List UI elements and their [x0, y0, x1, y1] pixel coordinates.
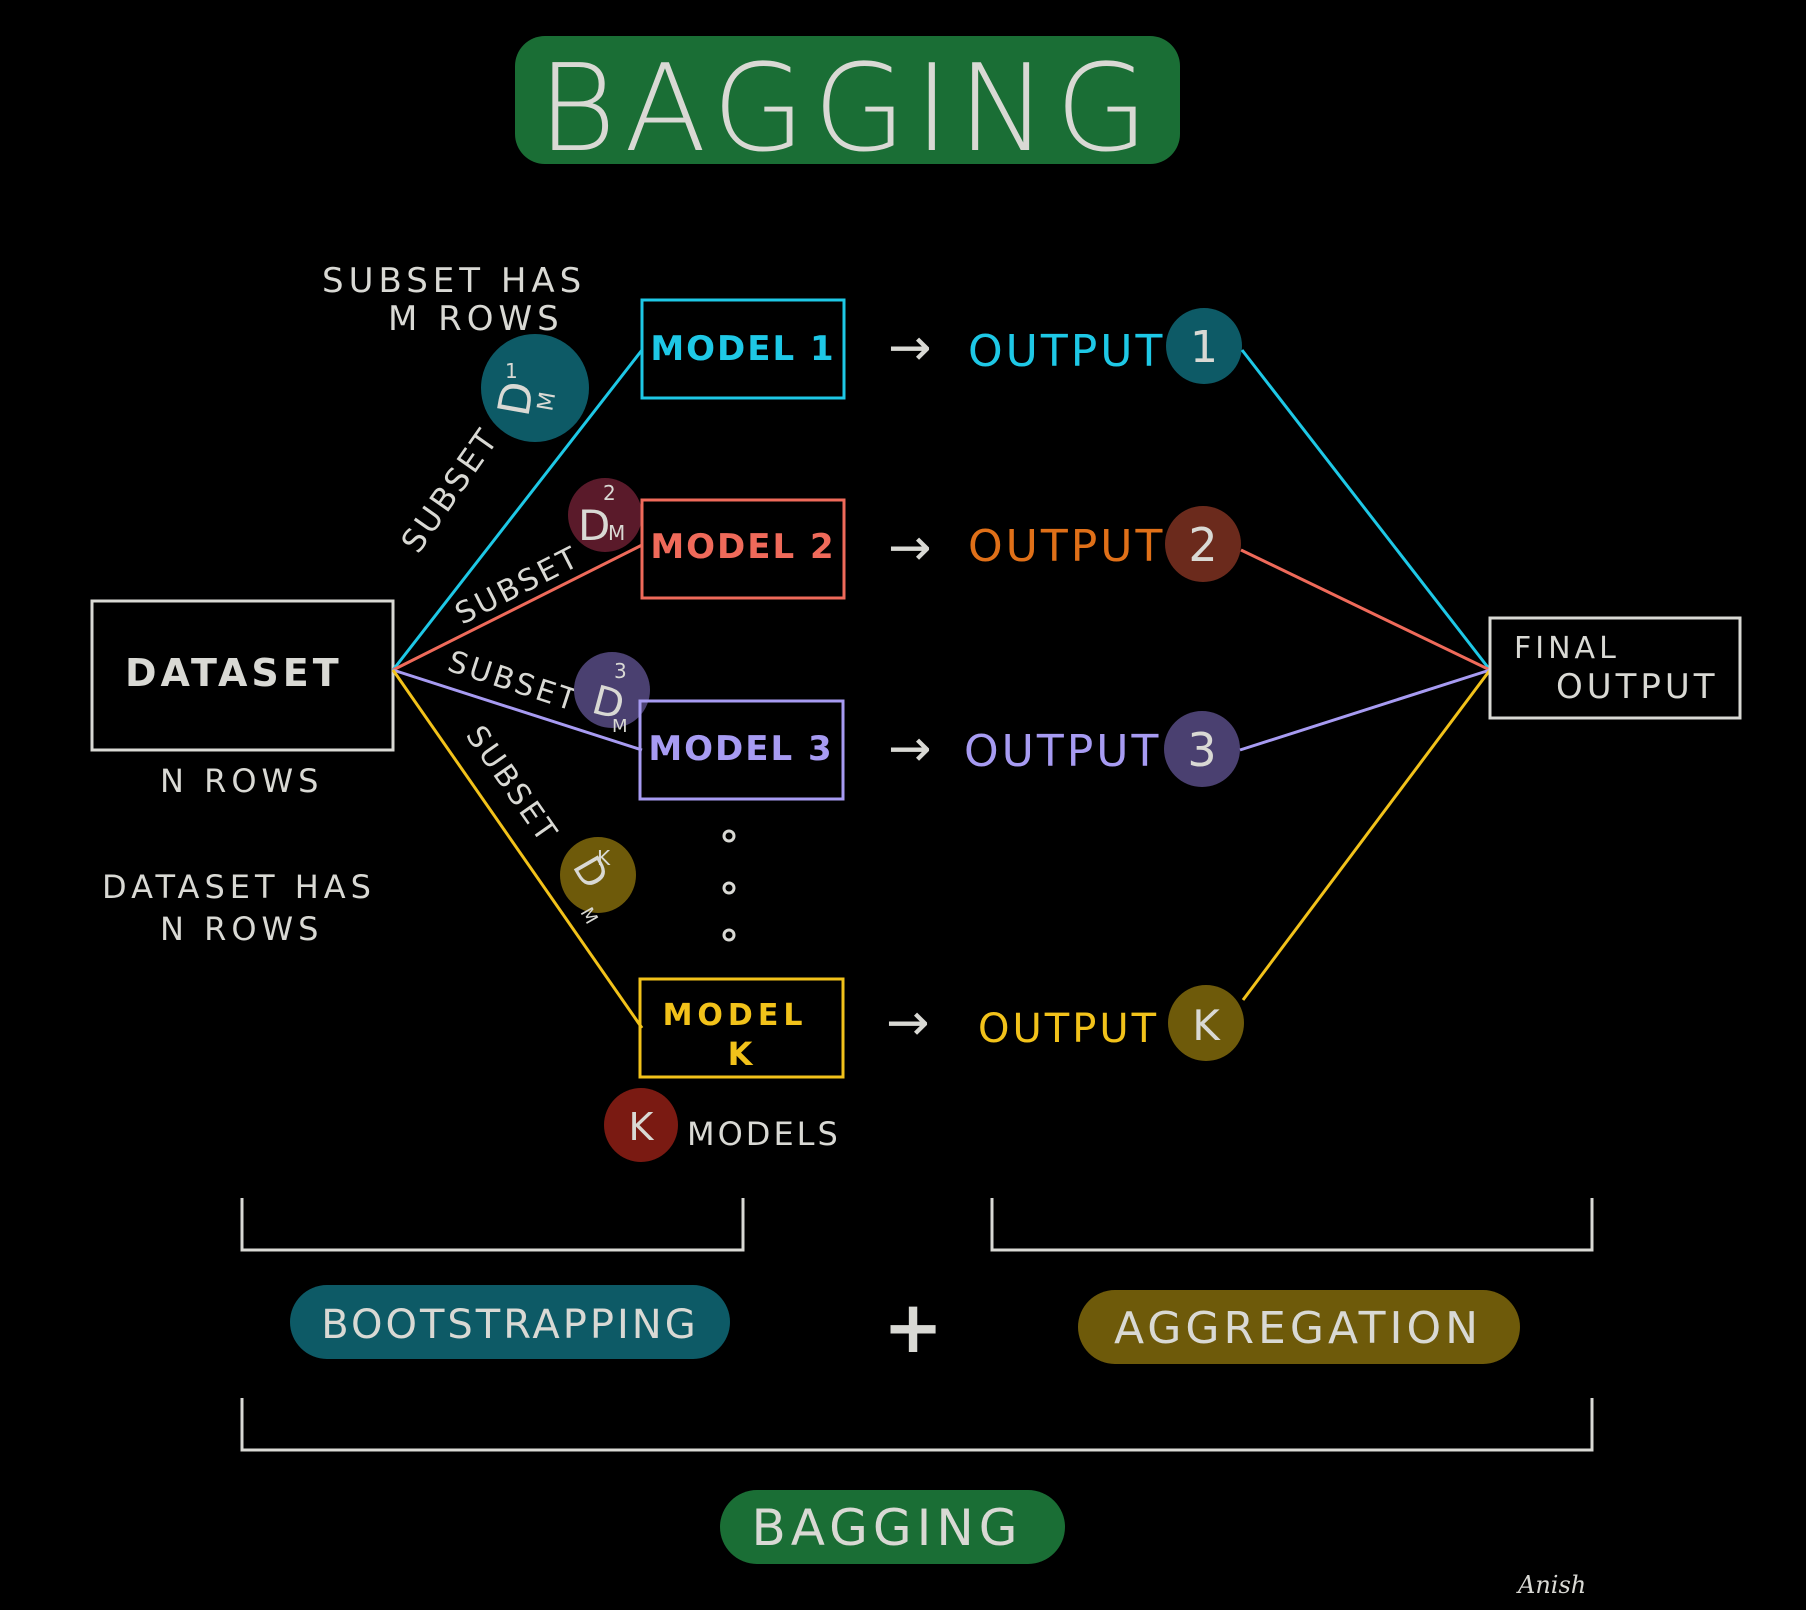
bottom-title: BAGGING	[751, 1499, 1022, 1557]
k-models-badge: K	[604, 1088, 678, 1162]
svg-text:K: K	[597, 846, 611, 870]
svg-text:K: K	[629, 1105, 655, 1149]
ellipsis-dot	[722, 881, 736, 895]
output-2-label: OUTPUT	[968, 521, 1165, 572]
arrow-icon: →	[886, 993, 930, 1053]
model-2-box	[640, 498, 846, 600]
svg-text:2: 2	[1188, 518, 1217, 572]
bootstrapping-label: BOOTSTRAPPING	[321, 1302, 698, 1348]
dataset-box	[90, 599, 395, 752]
line-output3-final	[1239, 668, 1491, 752]
model-3-label: MODEL 3	[648, 729, 833, 769]
page-title: BAGGING	[538, 40, 1157, 179]
dataset-rows-label: N ROWS	[160, 762, 323, 800]
svg-text:1: 1	[1190, 322, 1218, 373]
subset-badge-1: D 1 M	[481, 334, 589, 442]
line-dataset-model2	[392, 543, 643, 672]
aggregation-bracket	[990, 1198, 1594, 1252]
subset-badge-2: D 2 M	[568, 478, 642, 552]
line-dataset-modelk	[391, 669, 644, 1029]
arrow-icon: →	[888, 518, 932, 578]
subset-note-line2: M ROWS	[388, 299, 564, 339]
svg-text:D: D	[578, 501, 610, 550]
ellipsis-dot	[722, 928, 736, 942]
svg-text:K: K	[1192, 1001, 1221, 1050]
svg-text:2: 2	[603, 481, 616, 505]
title-background	[515, 36, 1180, 164]
k-models-label: MODELS	[687, 1115, 841, 1153]
subset-label-2: SUBSET	[450, 539, 587, 632]
bagging-bracket	[240, 1398, 1594, 1452]
model-1-box	[640, 298, 846, 400]
model-k-label-line2: K	[728, 1035, 754, 1073]
dataset-label: DATASET	[125, 651, 343, 695]
line-dataset-model1	[391, 349, 644, 671]
plus-sign: +	[883, 1285, 943, 1369]
svg-text:3: 3	[1187, 723, 1216, 777]
bootstrapping-pill	[290, 1285, 730, 1359]
final-output-line2: OUTPUT	[1556, 667, 1719, 707]
line-dataset-model3	[392, 668, 643, 752]
svg-text:M: M	[608, 521, 625, 545]
output-2-badge: 2	[1165, 506, 1241, 582]
line-outputk-final	[1241, 669, 1492, 1001]
arrow-icon: →	[888, 719, 932, 779]
output-1-badge: 1	[1166, 308, 1242, 384]
signature: Anish	[1516, 1571, 1586, 1599]
final-output-box	[1488, 616, 1742, 720]
subset-badge-3: D 3 M	[574, 652, 650, 737]
aggregation-label: AGGREGATION	[1114, 1303, 1482, 1354]
svg-text:M: M	[612, 716, 628, 737]
ellipsis-dot	[722, 829, 736, 843]
bottom-title-pill	[720, 1490, 1065, 1564]
svg-text:3: 3	[614, 659, 627, 683]
dataset-note-line1: DATASET HAS	[102, 868, 376, 906]
output-k-label: OUTPUT	[978, 1006, 1159, 1052]
output-3-badge: 3	[1164, 711, 1240, 787]
dataset-note-line2: N ROWS	[160, 910, 323, 948]
model-3-box	[638, 699, 845, 801]
subset-note-line1: SUBSET HAS	[322, 261, 586, 301]
line-output1-final	[1240, 349, 1492, 671]
line-output2-final	[1240, 548, 1491, 672]
model-k-box	[638, 977, 845, 1079]
output-k-badge: K	[1168, 985, 1244, 1061]
bootstrapping-bracket	[240, 1198, 745, 1252]
model-1-label: MODEL 1	[650, 329, 835, 369]
svg-text:M: M	[533, 390, 561, 413]
model-k-label-line1: MODEL	[663, 998, 808, 1033]
subset-badge-k: D K M	[560, 837, 636, 928]
output-1-label: OUTPUT	[968, 326, 1165, 377]
final-output-line1: FINAL	[1514, 631, 1620, 666]
arrow-icon: →	[888, 318, 932, 378]
aggregation-pill	[1078, 1290, 1520, 1364]
output-3-label: OUTPUT	[964, 726, 1161, 777]
svg-text:1: 1	[505, 359, 518, 383]
model-2-label: MODEL 2	[650, 527, 835, 567]
subset-label-1: SUBSET	[393, 420, 506, 559]
